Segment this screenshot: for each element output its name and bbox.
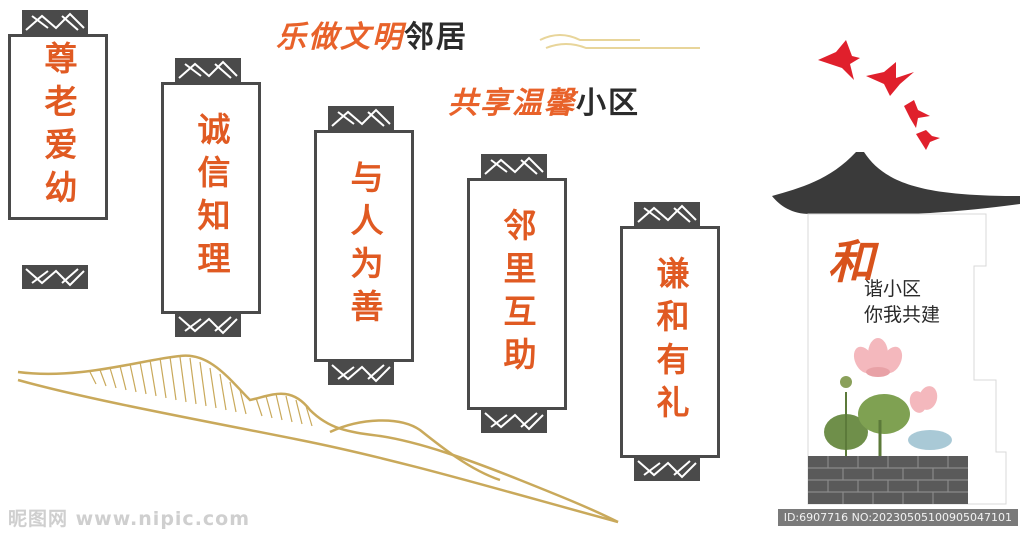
- scroll-panel-2: 诚信知理: [161, 58, 261, 337]
- slogan-line-2-dark: 小区: [576, 86, 640, 121]
- scroll-frame: [620, 226, 720, 458]
- lattice-cap-bottom: [481, 409, 547, 433]
- scroll-panel-5: 谦和有礼: [620, 202, 720, 481]
- lattice-cap-bottom: [634, 457, 700, 481]
- birds-icon: [818, 40, 940, 150]
- mountain-art: [17, 354, 619, 524]
- image-id-label: ID:6907716 NO:20230505100905047101: [777, 509, 1018, 526]
- roof-icon: [772, 152, 1020, 214]
- scroll-frame: [8, 34, 108, 220]
- cloud-ornament: [539, 34, 700, 49]
- slogan-line-1-dark: 邻居: [404, 20, 468, 55]
- scroll-text: 邻里互助: [498, 208, 537, 380]
- lattice-cap-top: [481, 154, 547, 178]
- scroll-text: 与人为善: [345, 160, 384, 332]
- slogan-line-1: 乐做文明邻居: [276, 12, 468, 56]
- lattice-cap-top: [175, 58, 241, 82]
- scroll-text: 诚信知理: [192, 112, 231, 284]
- brick-wall: [808, 456, 968, 504]
- scroll-panel-1: 尊老爱幼: [8, 10, 108, 289]
- harmony-big-char: 和: [828, 235, 874, 289]
- lattice-cap-top: [22, 10, 88, 34]
- scroll-text: 谦和有礼: [651, 256, 690, 428]
- scroll-frame: [161, 82, 261, 314]
- lattice-cap-bottom: [175, 313, 241, 337]
- lattice-cap-top: [634, 202, 700, 226]
- scroll-frame: [467, 178, 567, 410]
- lattice-cap-bottom: [22, 265, 88, 289]
- lattice-cap-bottom: [328, 361, 394, 385]
- slogan-line-2-highlight: 共享温馨: [448, 86, 576, 121]
- scroll-panel-3: 与人为善: [314, 106, 414, 385]
- lattice-cap-top: [328, 106, 394, 130]
- scroll-panel-4: 邻里互助: [467, 154, 567, 433]
- slogan-line-1-highlight: 乐做文明: [276, 20, 404, 55]
- scroll-frame: [314, 130, 414, 362]
- scroll-text: 尊老爱幼: [39, 41, 78, 213]
- mountain-hatching: [89, 356, 313, 427]
- site-watermark: 昵图网 www.nipic.com: [8, 508, 251, 530]
- lotus-icon: [824, 338, 952, 456]
- slogan-line-2: 共享温馨小区: [448, 78, 640, 122]
- harmony-line-1: 谐小区: [864, 278, 922, 300]
- harmony-line-2: 你我共建: [864, 304, 941, 326]
